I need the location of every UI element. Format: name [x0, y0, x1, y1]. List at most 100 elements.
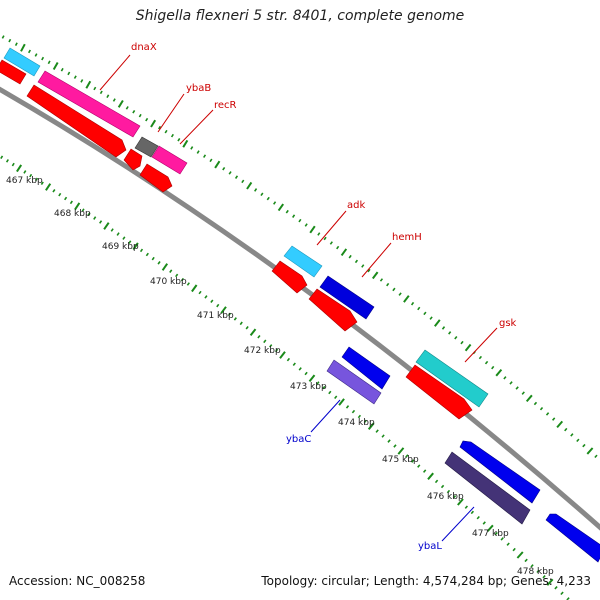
minor-tick	[204, 295, 208, 299]
gene-ybaB[interactable]	[134, 136, 159, 158]
minor-tick	[157, 261, 161, 265]
major-tick	[279, 351, 286, 359]
leader-recR	[179, 109, 214, 145]
major-tick	[249, 328, 257, 337]
gene-label-adk[interactable]: adk	[347, 200, 365, 211]
minor-tick	[5, 159, 9, 163]
minor-tick	[446, 489, 451, 494]
gene-leader-lines	[99, 54, 498, 542]
gene-dnaX[interactable]	[37, 70, 141, 138]
minor-tick	[323, 236, 327, 241]
minor-tick	[186, 282, 190, 286]
minor-tick	[594, 454, 598, 459]
minor-tick	[269, 344, 273, 348]
gene-gsk[interactable]	[415, 349, 489, 408]
minor-tick	[478, 355, 483, 360]
minor-tick	[521, 391, 525, 395]
gene-recR[interactable]	[151, 145, 188, 175]
minor-tick	[292, 214, 296, 218]
minor-tick	[28, 49, 31, 54]
gene-reverse-blue-3[interactable]	[545, 513, 600, 563]
minor-tick	[110, 228, 114, 232]
major-tick	[103, 222, 110, 230]
minor-tick	[41, 56, 45, 61]
minor-tick	[298, 218, 302, 223]
gene-ybaL[interactable]	[444, 451, 531, 525]
minor-tick	[273, 201, 277, 205]
kbp-label: 472 kbp	[244, 346, 281, 356]
major-tick	[464, 343, 472, 352]
minor-tick	[386, 282, 390, 287]
gene-label-ybaC[interactable]: ybaC	[286, 434, 311, 445]
minor-tick	[476, 515, 480, 520]
minor-tick	[125, 106, 129, 110]
kbp-labels: 467 kbp 468 kbp 469 kbp 470 kbp 471 kbp …	[6, 176, 554, 577]
minor-tick	[151, 256, 155, 261]
minor-tick	[361, 264, 365, 268]
gene-label-recR[interactable]: recR	[214, 100, 237, 111]
gene-reverse-blue-1[interactable]	[341, 346, 391, 390]
minor-tick	[254, 188, 258, 192]
minor-tick	[274, 348, 279, 353]
major-tick	[434, 319, 441, 327]
minor-tick	[354, 259, 359, 264]
minor-tick	[512, 547, 516, 552]
minor-tick	[170, 133, 174, 138]
major-tick	[161, 263, 169, 271]
major-tick	[397, 447, 405, 455]
minor-tick	[482, 521, 486, 525]
major-tick	[495, 368, 503, 377]
gene-top-left-cyan[interactable]	[3, 47, 41, 77]
minor-tick	[198, 290, 202, 295]
gene-label-ybaB[interactable]: ybaB	[186, 83, 211, 94]
major-tick	[486, 524, 494, 532]
minor-tick	[73, 75, 77, 79]
minor-tick	[266, 196, 270, 201]
minor-tick	[106, 94, 110, 98]
minor-tick	[263, 339, 267, 344]
major-tick	[309, 225, 316, 234]
gene-reverse-blue-2[interactable]	[459, 440, 541, 504]
gene-top-left-red[interactable]	[0, 59, 27, 85]
gene-labels: dnaX ybaB recR adk hemH gsk ybaC ybaL	[131, 42, 517, 552]
gene-red-small-1[interactable]	[123, 148, 143, 171]
minor-tick	[576, 438, 580, 443]
minor-tick	[524, 558, 528, 563]
minor-tick	[69, 200, 73, 205]
gene-red-long-1[interactable]	[26, 84, 127, 158]
leader-ybaL	[441, 506, 475, 542]
minor-tick	[29, 173, 33, 178]
gene-red-adk[interactable]	[271, 260, 308, 294]
major-tick	[16, 164, 23, 173]
minor-tick	[322, 385, 326, 390]
minor-tick	[286, 357, 291, 362]
minor-tick	[175, 273, 179, 278]
minor-tick	[491, 365, 495, 370]
gene-ybaC[interactable]	[326, 359, 382, 405]
minor-tick	[23, 170, 27, 174]
minor-tick	[227, 312, 232, 317]
minor-tick	[58, 192, 62, 197]
major-tick	[338, 398, 345, 406]
gene-red-small-2[interactable]	[139, 163, 173, 193]
gene-adk[interactable]	[283, 245, 323, 278]
gene-red-hemH[interactable]	[308, 288, 358, 332]
gene-label-hemH[interactable]: hemH	[392, 232, 422, 243]
major-tick	[371, 271, 379, 280]
major-tick	[45, 183, 52, 191]
gene-hemH[interactable]	[319, 275, 375, 320]
major-tick	[52, 62, 59, 70]
minor-tick	[222, 166, 226, 171]
gene-label-ybaL[interactable]: ybaL	[418, 541, 442, 552]
gene-red-gsk[interactable]	[405, 364, 473, 420]
major-tick	[516, 551, 524, 559]
minor-tick	[381, 434, 385, 438]
minor-tick	[210, 299, 214, 303]
major-tick	[214, 160, 221, 169]
minor-tick	[434, 479, 439, 484]
gene-label-gsk[interactable]: gsk	[499, 318, 517, 329]
minor-tick	[422, 469, 427, 473]
gene-label-dnaX[interactable]: dnaX	[131, 42, 157, 53]
minor-tick	[494, 531, 498, 536]
